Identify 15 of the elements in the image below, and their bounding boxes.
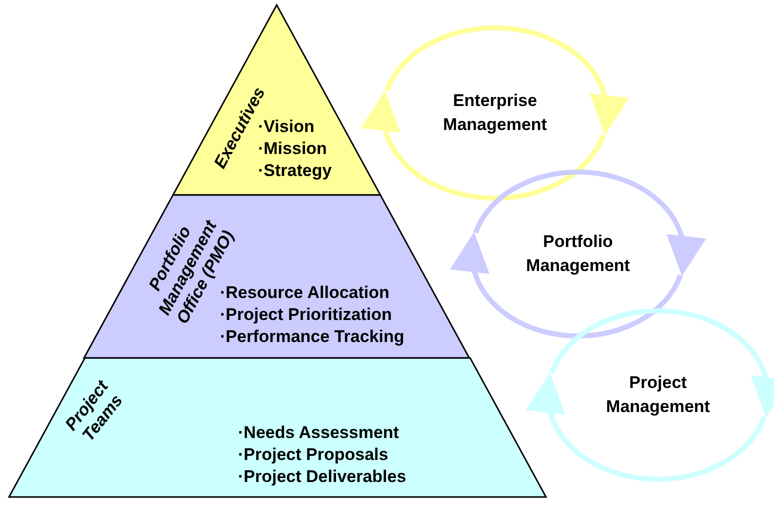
bullet-item: ·Performance Tracking (220, 326, 404, 348)
cycle-arrow (528, 372, 767, 482)
cycle-arrow (362, 90, 606, 201)
cycle-label: Project Management (605, 372, 711, 418)
bullet-item: ·Needs Assessment (238, 422, 399, 444)
cycle-label: Portfolio Management (525, 231, 631, 277)
cycle-arrow (549, 308, 774, 418)
bullet-item: ·Project Proposals (238, 444, 388, 466)
cycle-label: Enterprise Management (442, 90, 548, 136)
bullet-item: ·Project Prioritization (220, 304, 392, 326)
bullet-item: ·Resource Allocation (220, 282, 390, 304)
bullet-item: ·Project Deliverables (238, 466, 406, 488)
cycle-arrow (452, 232, 683, 338)
cycle-arrow (473, 170, 704, 276)
cycle-arrow (384, 25, 628, 136)
